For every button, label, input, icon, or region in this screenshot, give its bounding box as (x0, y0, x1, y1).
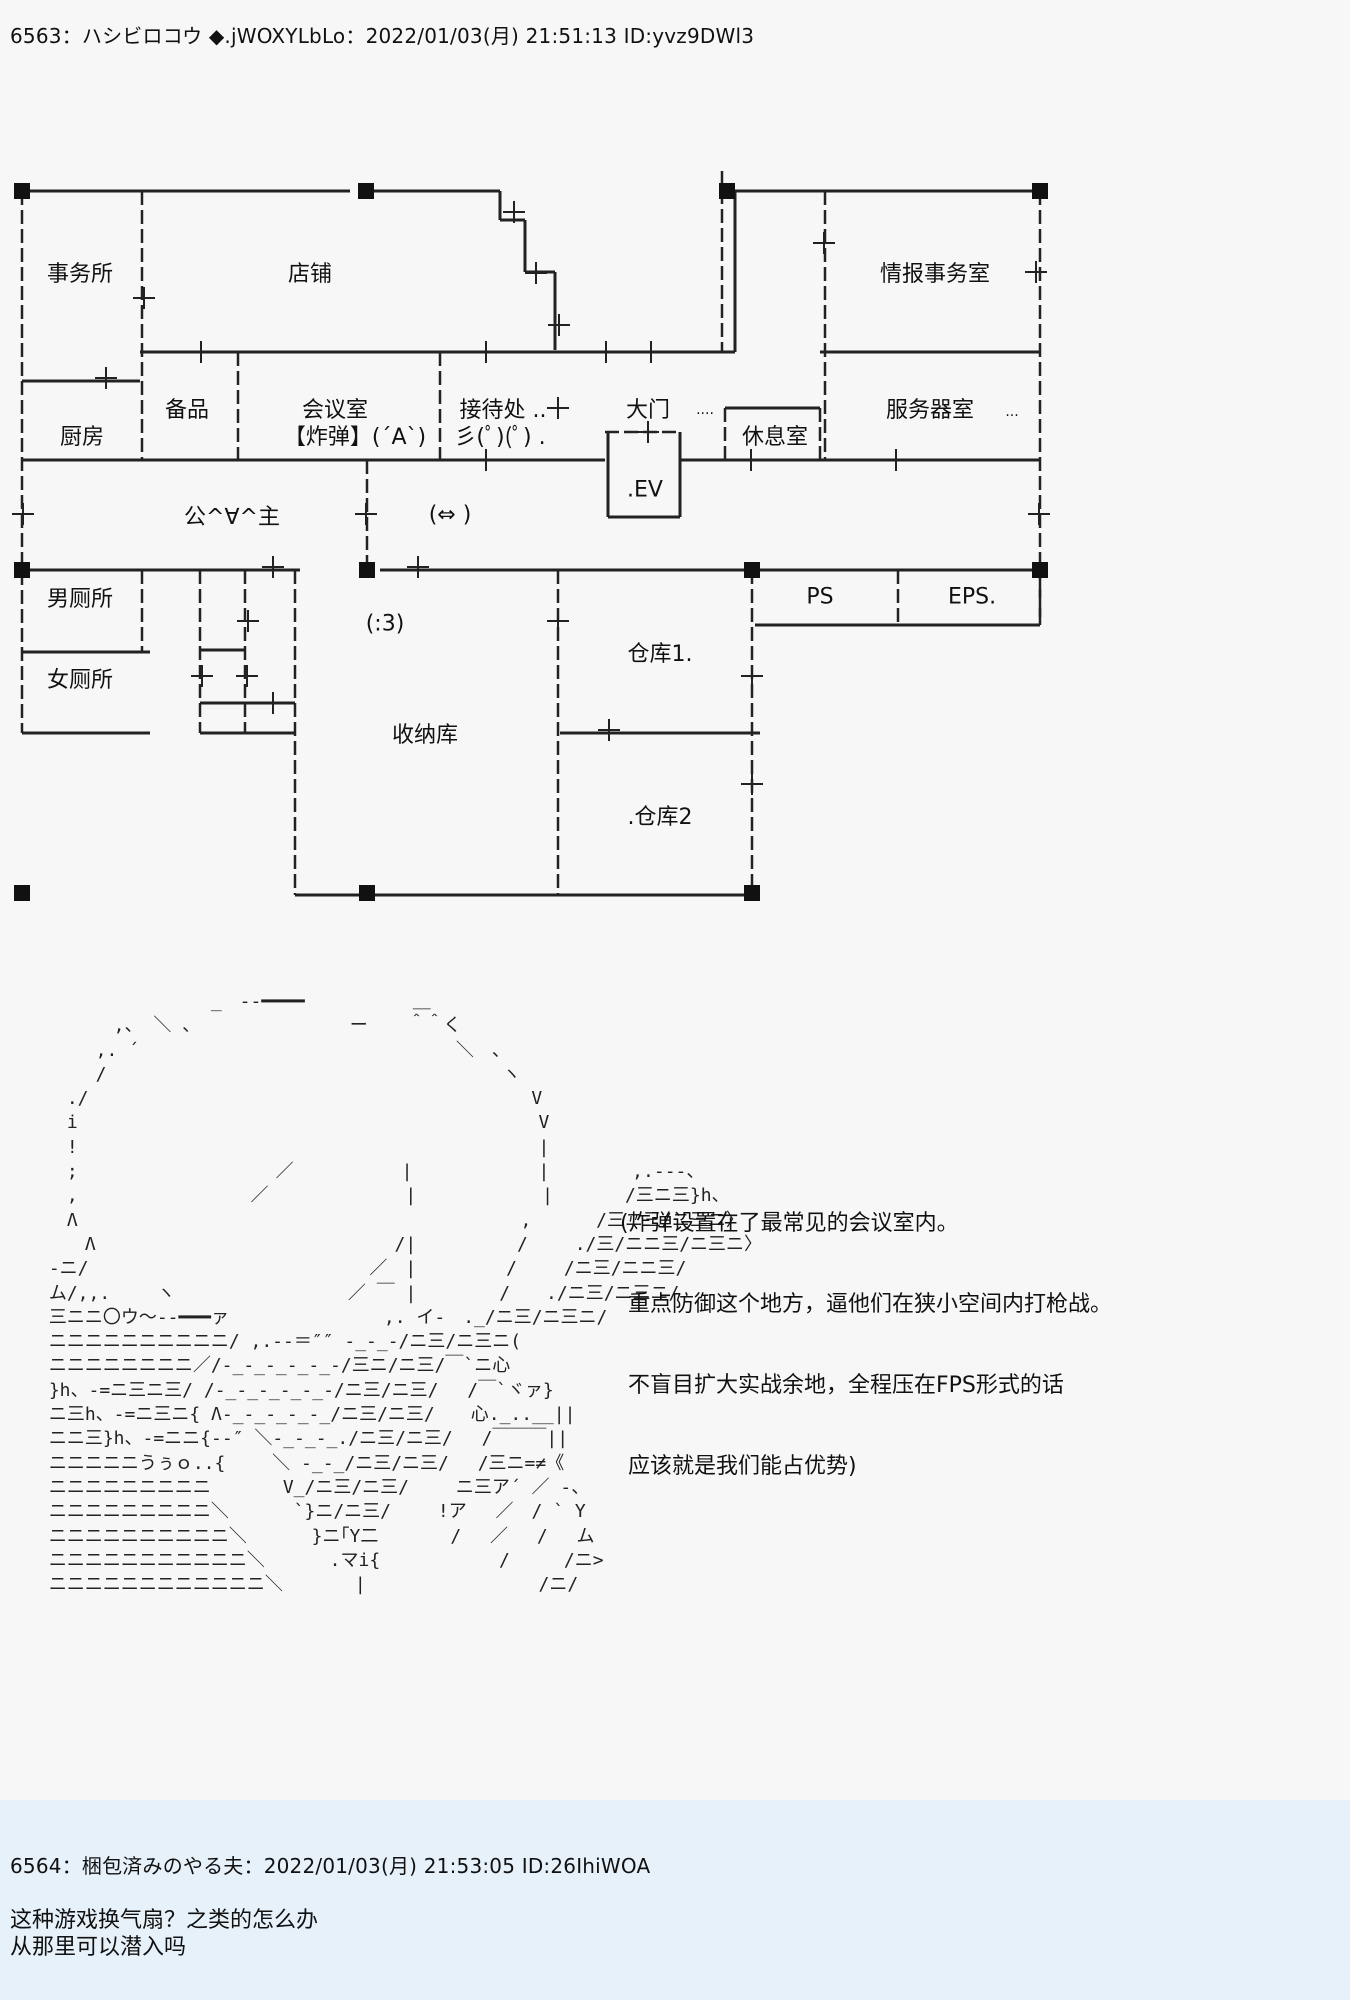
reception-guard: 彡(ﾟ)(ﾟ) . (454, 425, 546, 450)
post-6563: 6563：ハシビロコウ ◆.jWOXYLbLo：2022/01/03(月) 21… (10, 24, 1113, 1596)
room-label-eps: EPS. (947, 584, 997, 610)
post-body-line: 重点防御这个地方，逼他们在狭小空间内打枪战。 (628, 1292, 1113, 1317)
main-gate-dots: .... (696, 402, 714, 418)
room-label-storage: 收纳库 (391, 723, 459, 748)
room-label-server-room: 服务器室 (885, 398, 975, 423)
corridor-label-left: 公^∀^主 (184, 505, 280, 530)
room-label-warehouse1: 仓库1. (627, 642, 693, 667)
room-label-main-gate: 大门 (625, 398, 671, 423)
post-body-line: 应该就是我们能占优势) (628, 1454, 857, 1479)
bomb-marker: 【炸弹】(´A`) (283, 425, 427, 450)
room-label-reception: 接待处 .. (459, 398, 547, 423)
room-label-kitchen: 厨房 (59, 425, 105, 450)
ascii-art-character: _ --━━━━ ＿ ,、 ＼ 、 ー ＾＾く ,. ´ ＼ 、 / ヽ ./ … (48, 991, 763, 1596)
post-body-line: 不盲目扩大实战余地，全程压在FPS形式的话 (628, 1373, 1064, 1398)
post-body-line: 这种游戏换气扇？之类的怎么办 (10, 1908, 319, 1933)
room-label-supplies: 备品 (164, 398, 210, 423)
room-label-warehouse2: .仓库2 (627, 805, 693, 830)
room-label-ps: PS (806, 584, 834, 610)
room-label-mens-toilet: 男厕所 (46, 587, 114, 612)
room-label-shop: 店铺 (287, 262, 333, 287)
post-6564: 6564：梱包済みのやる夫：2022/01/03(月) 21:53:05 ID:… (0, 1800, 1350, 2000)
room-label-womens-toilet: 女厕所 (46, 668, 114, 693)
post-header: 6564：梱包済みのやる夫：2022/01/03(月) 21:53:05 ID:… (10, 1854, 651, 1878)
corridor-label-arrow: (⇔ ) (428, 502, 472, 528)
room-label-meeting-room: 会议室 (301, 398, 369, 423)
post-body-line: (炸弹设置在了最常见的会议室内。 (620, 1211, 959, 1236)
room-label-office: 事务所 (46, 262, 114, 287)
room-label-lounge: 休息室 (741, 425, 809, 450)
room-label-intel-office: 情报事务室 (879, 262, 991, 287)
room-label-elevator: .EV (627, 477, 663, 503)
post-body-line: 从那里可以潜入吗 (10, 1935, 187, 1960)
server-room-dots: ... (1005, 404, 1019, 420)
storage-face: (:3) (365, 611, 405, 637)
post-header: 6563：ハシビロコウ ◆.jWOXYLbLo：2022/01/03(月) 21… (10, 24, 755, 48)
floor-plan (12, 171, 1050, 901)
